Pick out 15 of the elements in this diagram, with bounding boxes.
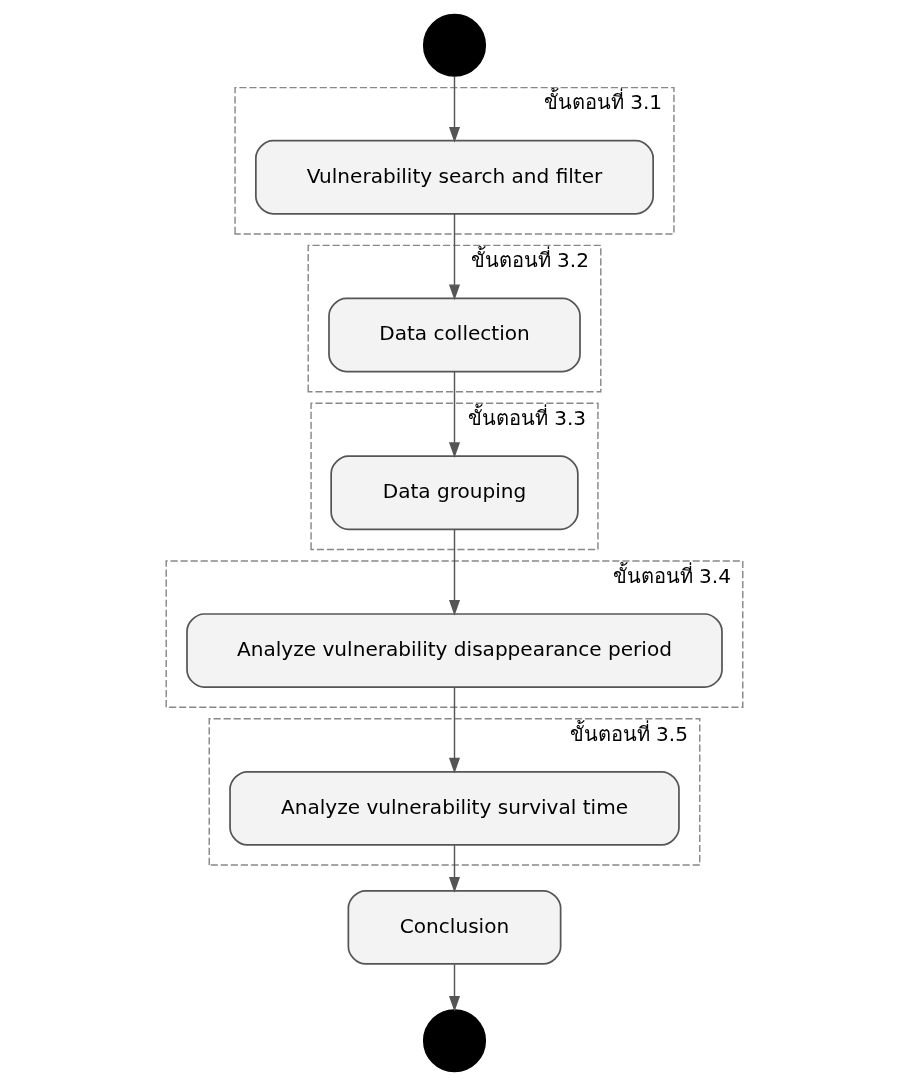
node-box: Data collection <box>327 297 581 373</box>
arrow <box>448 75 460 143</box>
node-circle <box>422 1009 486 1073</box>
arrow <box>448 370 460 458</box>
arrow <box>448 963 460 1012</box>
node-box: Analyze vulnerability survival time <box>228 770 680 846</box>
node-box: Conclusion <box>347 889 561 965</box>
arrow <box>448 528 460 616</box>
arrow <box>448 844 460 893</box>
node-box: Data grouping <box>329 455 579 531</box>
node-circle <box>422 13 486 77</box>
arrow <box>448 686 460 774</box>
node-box: Analyze vulnerability disappearance period <box>185 613 723 688</box>
arrow <box>448 213 460 301</box>
node-box: Vulnerability search and filter <box>254 139 654 215</box>
